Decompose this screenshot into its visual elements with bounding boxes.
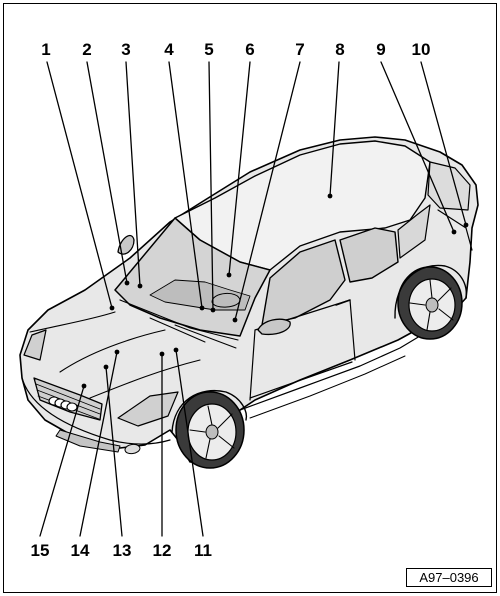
far-side-mirror — [117, 235, 135, 255]
rear-wheel — [397, 266, 463, 340]
callout-label-3: 3 — [121, 40, 130, 59]
leader-5 — [208, 61, 214, 311]
leader-2 — [86, 61, 128, 284]
headlight-left — [23, 329, 47, 361]
dot-7 — [232, 317, 238, 323]
front-wheel-arch — [171, 390, 248, 433]
brand-rings-logo — [48, 396, 78, 412]
headlight-right — [117, 391, 179, 427]
leader-4 — [168, 61, 203, 309]
callout-label-6: 6 — [245, 40, 254, 59]
wiper-blade — [149, 317, 237, 349]
leader-1 — [46, 61, 113, 309]
side-sill — [239, 329, 431, 411]
front-bumper — [21, 377, 171, 445]
dot-6 — [226, 272, 232, 278]
callout-label-7: 7 — [295, 40, 304, 59]
callout-label-4: 4 — [164, 40, 174, 59]
dot-9 — [451, 229, 457, 235]
leader-3 — [125, 61, 141, 287]
cowl-line — [119, 299, 239, 341]
leader-8 — [329, 61, 340, 197]
dot-5 — [210, 307, 216, 313]
dot-11 — [173, 347, 179, 353]
leader-15 — [39, 385, 85, 537]
rear-quarter-glass — [397, 204, 431, 259]
hood-crease-left — [29, 311, 116, 333]
callout-dots — [81, 193, 469, 389]
callout-label-1: 1 — [41, 40, 50, 59]
dot-14 — [114, 349, 120, 355]
hood-crease-right — [89, 359, 201, 399]
dot-15 — [81, 383, 87, 389]
figure-reference-code: A97–0396 — [406, 568, 492, 587]
rear-window — [427, 161, 471, 211]
lower-intake — [55, 429, 121, 453]
callout-label-11: 11 — [194, 541, 212, 560]
callout-label-10: 10 — [412, 40, 431, 59]
leader-14 — [79, 351, 118, 537]
hood-crease-center — [59, 329, 166, 373]
leader-10 — [420, 61, 467, 226]
side-mirror — [257, 318, 291, 336]
callout-label-14: 14 — [71, 541, 90, 560]
frame-border — [3, 3, 497, 593]
fog-light — [124, 443, 141, 455]
dot-2 — [124, 280, 130, 286]
callout-label-9: 9 — [376, 40, 385, 59]
front-grille — [33, 377, 103, 421]
callout-label-12: 12 — [153, 541, 172, 560]
rear-wheel-arch — [394, 264, 467, 319]
leader-7 — [234, 61, 301, 321]
callout-label-8: 8 — [335, 40, 344, 59]
side-sill-lower — [249, 355, 406, 419]
callout-label-2: 2 — [82, 40, 91, 59]
dot-3 — [137, 283, 143, 289]
side-window-rear — [339, 227, 399, 283]
leader-6 — [228, 61, 251, 276]
callout-labels: 1 2 3 4 5 6 7 8 9 10 11 12 13 14 15 — [31, 40, 431, 560]
dot-1 — [109, 305, 115, 311]
callout-label-15: 15 — [31, 541, 50, 560]
dot-4 — [199, 305, 205, 311]
front-wheel — [175, 391, 245, 469]
door-handle — [335, 299, 351, 306]
leader-9 — [380, 61, 455, 233]
dot-8 — [327, 193, 333, 199]
dot-12 — [159, 351, 165, 357]
callout-leaders — [39, 61, 467, 537]
leader-11 — [175, 349, 204, 537]
dot-13 — [103, 364, 109, 370]
car-illustration — [19, 136, 479, 469]
dot-10 — [463, 222, 469, 228]
callout-label-5: 5 — [204, 40, 213, 59]
callout-label-13: 13 — [113, 541, 132, 560]
